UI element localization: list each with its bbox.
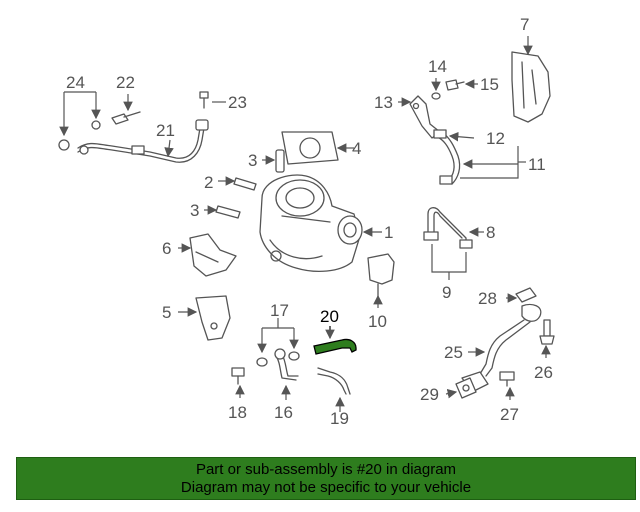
part-15-bolt [445, 79, 478, 91]
label-22[interactable]: 22 [116, 73, 135, 92]
part-9-lead [431, 244, 467, 280]
label-4[interactable]: 4 [352, 139, 361, 158]
banner-line-2: Diagram may not be specific to your vehi… [180, 479, 472, 496]
label-3-upper[interactable]: 3 [248, 151, 257, 170]
part-19-pipe [317, 367, 351, 412]
label-25[interactable]: 25 [444, 343, 463, 362]
part-27-bolt [499, 371, 515, 400]
part-5-bracket [178, 295, 231, 341]
label-24[interactable]: 24 [66, 73, 85, 92]
label-20[interactable]: 20 [320, 307, 339, 326]
label-6[interactable]: 6 [162, 239, 171, 258]
part-20-hose-highlighted[interactable] [313, 326, 357, 355]
label-12[interactable]: 12 [486, 129, 505, 148]
part-17-lead [256, 318, 300, 367]
label-29[interactable]: 29 [420, 385, 439, 404]
banner-line-1: Part or sub-assembly is #20 in diagram [195, 461, 457, 478]
info-banner: Part or sub-assembly is #20 in diagram D… [16, 457, 636, 500]
label-8[interactable]: 8 [486, 223, 495, 242]
part-6-heat-shield [178, 233, 237, 277]
label-26[interactable]: 26 [534, 363, 553, 382]
label-9[interactable]: 9 [442, 283, 451, 302]
part-11-water-line [433, 129, 461, 185]
part-28-gasket [506, 287, 537, 303]
label-10[interactable]: 10 [368, 312, 387, 331]
part-11-lead [460, 146, 526, 179]
part-3-stud-upper [262, 149, 285, 173]
part-29-gasket [445, 377, 477, 399]
label-2[interactable]: 2 [204, 173, 213, 192]
label-7[interactable]: 7 [520, 15, 529, 34]
part-1-turbocharger [259, 174, 382, 273]
part-7-heat-shield [511, 36, 551, 123]
label-17[interactable]: 17 [270, 301, 289, 320]
label-18[interactable]: 18 [228, 403, 247, 422]
part-14-washer [431, 78, 441, 100]
part-25-oil-return-pipe [461, 303, 542, 393]
label-15[interactable]: 15 [480, 75, 499, 94]
part-4-gasket [281, 131, 354, 165]
label-19[interactable]: 19 [330, 409, 349, 428]
part-23-bolt [199, 91, 226, 109]
part-18-bolt [231, 367, 245, 398]
part-22-bolt [111, 94, 141, 125]
label-1[interactable]: 1 [384, 223, 393, 242]
part-12-lead [448, 131, 475, 142]
part-3-stud-lower [204, 205, 241, 219]
label-16[interactable]: 16 [274, 403, 293, 422]
label-23[interactable]: 23 [228, 93, 247, 112]
label-11[interactable]: 11 [528, 155, 546, 174]
part-8-water-pipe [423, 207, 484, 249]
label-5[interactable]: 5 [162, 303, 171, 322]
parts-diagram: 24 22 23 21 4 3 2 [58, 15, 555, 428]
label-14[interactable]: 14 [428, 57, 447, 76]
label-21[interactable]: 21 [156, 121, 175, 140]
part-2-stud [218, 176, 257, 191]
label-27[interactable]: 27 [500, 405, 519, 424]
part-13-bracket [398, 95, 441, 139]
label-3-lower[interactable]: 3 [190, 201, 199, 220]
part-21-oil-feed-line [77, 119, 209, 163]
part-24-washers [58, 91, 101, 151]
part-26-bolt [539, 319, 555, 358]
part-10-actuator [367, 253, 395, 308]
label-28[interactable]: 28 [478, 289, 497, 308]
part-16-pipe [274, 348, 299, 400]
label-13[interactable]: 13 [374, 93, 393, 112]
